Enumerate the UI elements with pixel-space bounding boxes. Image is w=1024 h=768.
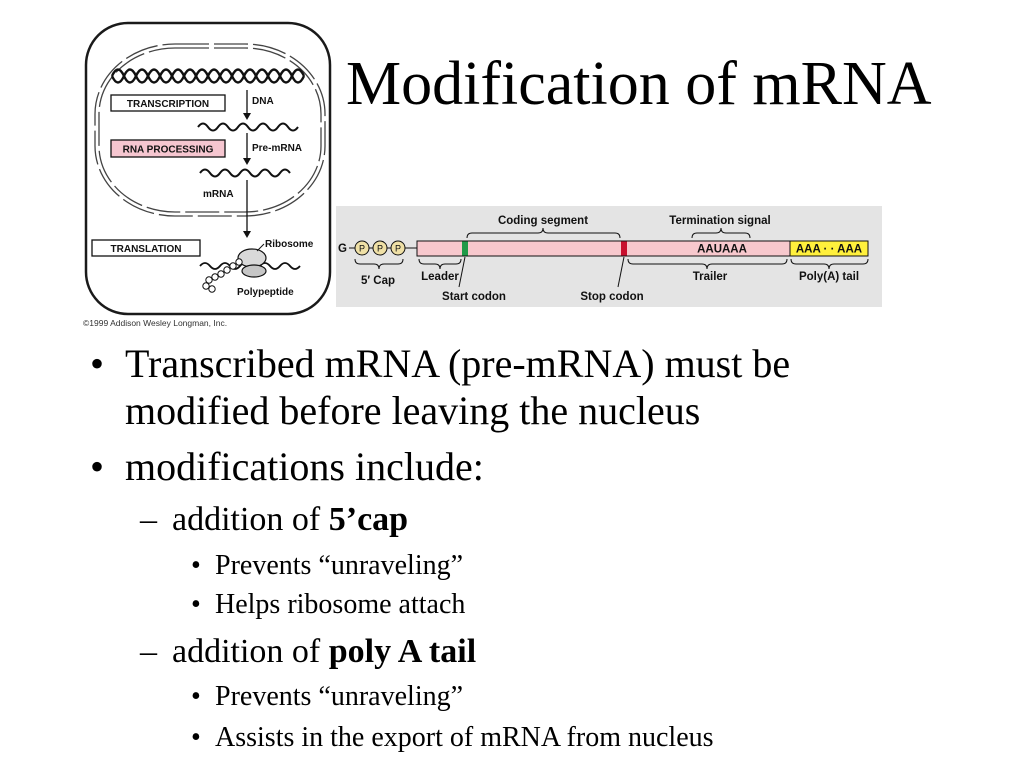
termination-sequence: AAUAAA <box>697 244 747 256</box>
polypeptide-chain <box>202 258 243 293</box>
sub-bullet-text: addition of 5’cap <box>172 500 408 539</box>
stop-codon-pointer <box>617 256 625 288</box>
coding-segment-brace <box>466 227 621 239</box>
bullet-marker: • <box>191 550 201 581</box>
detail-text: Prevents “unraveling” <box>215 550 464 581</box>
detail-text: Prevents “unraveling” <box>215 681 464 712</box>
sub-bullet-text: addition of poly A tail <box>172 632 476 671</box>
bullet-marker: • <box>191 722 201 753</box>
mrna-structure-diagram: Coding segment Termination signal G P P … <box>336 206 882 307</box>
sub-bullet-lead: addition of <box>172 633 329 670</box>
phosphate-label: P <box>359 244 365 254</box>
translation-label: TRANSLATION <box>111 244 182 255</box>
bullet-text: Transcribed mRNA (pre-mRNA) must be modi… <box>125 341 791 433</box>
coding-segment-label: Coding segment <box>498 215 588 227</box>
guanine-label: G <box>338 243 347 255</box>
bullet-marker: • <box>191 681 201 712</box>
poly-a-tail-brace <box>790 258 869 270</box>
bullet-marker: • <box>191 589 201 620</box>
rna-processing-label: RNA PROCESSING <box>123 145 214 156</box>
stop-codon-marker <box>621 241 627 256</box>
pre-mrna-label: Pre-mRNA <box>252 143 302 154</box>
ribosome-pointer <box>256 243 265 252</box>
pre-mrna-strand <box>197 122 299 132</box>
arrow-down-icon <box>243 90 251 120</box>
poly-a-tail-label: Poly(A) tail <box>799 271 859 283</box>
sub-bullet-lead: addition of <box>172 501 329 538</box>
mrna-strand <box>199 168 291 178</box>
poly-a-sequence: AAA · · AAA <box>796 244 862 256</box>
copyright-credit: ©1999 Addison Wesley Longman, Inc. <box>83 318 227 328</box>
stop-codon-label: Stop codon <box>580 291 643 303</box>
start-codon-marker <box>462 241 468 256</box>
phosphate-group: P <box>372 240 388 256</box>
dash-marker: – <box>140 501 157 538</box>
termination-signal-label: Termination signal <box>669 215 770 227</box>
bullet-marker: • <box>90 444 105 489</box>
start-codon-pointer <box>458 256 466 288</box>
detail-text: Assists in the export of mRNA from nucle… <box>215 722 714 753</box>
dna-label: DNA <box>252 96 274 107</box>
polypeptide-label: Polypeptide <box>237 287 294 298</box>
ribosome <box>237 248 267 278</box>
transcription-box <box>110 94 226 112</box>
trailer-brace <box>627 258 788 270</box>
phosphate-group: P <box>354 240 370 256</box>
poly-a-tail-segment <box>789 240 869 257</box>
arrow-down-icon <box>243 133 251 165</box>
detail-text: Helps ribosome attach <box>215 589 466 620</box>
transcription-label: TRANSCRIPTION <box>127 99 209 110</box>
nuclear-envelope <box>94 43 326 217</box>
dash-marker: – <box>140 633 157 670</box>
cell-diagram: TRANSCRIPTION DNA RNA PROCESSING Pre-mRN… <box>83 21 332 328</box>
mrna-label: mRNA <box>203 189 234 200</box>
sub-bullet-emphasis: 5’cap <box>328 501 409 538</box>
translation-box <box>91 239 201 257</box>
sub-bullet-emphasis: poly A tail <box>328 633 477 670</box>
leader-brace <box>418 258 462 270</box>
phosphate-label: P <box>395 244 401 254</box>
dna-double-helix <box>110 68 306 84</box>
start-codon-label: Start codon <box>442 291 506 303</box>
bullet-text: modifications include: <box>125 444 484 489</box>
slide-title: Modification of mRNA <box>346 50 932 118</box>
five-prime-cap-label: 5′ Cap <box>361 275 395 287</box>
mrna-processing-figure: TRANSCRIPTION DNA RNA PROCESSING Pre-mRN… <box>83 21 882 328</box>
trailer-label: Trailer <box>693 271 728 283</box>
rna-processing-box <box>110 139 226 158</box>
phosphate-label: P <box>377 244 383 254</box>
arrow-down-icon <box>243 180 251 238</box>
leader-label: Leader <box>421 271 459 283</box>
five-prime-cap-brace <box>354 258 404 270</box>
bullet-marker: • <box>90 341 105 386</box>
ribosome-label: Ribosome <box>265 239 314 250</box>
termination-signal-brace <box>691 227 751 239</box>
phosphate-group: P <box>390 240 406 256</box>
